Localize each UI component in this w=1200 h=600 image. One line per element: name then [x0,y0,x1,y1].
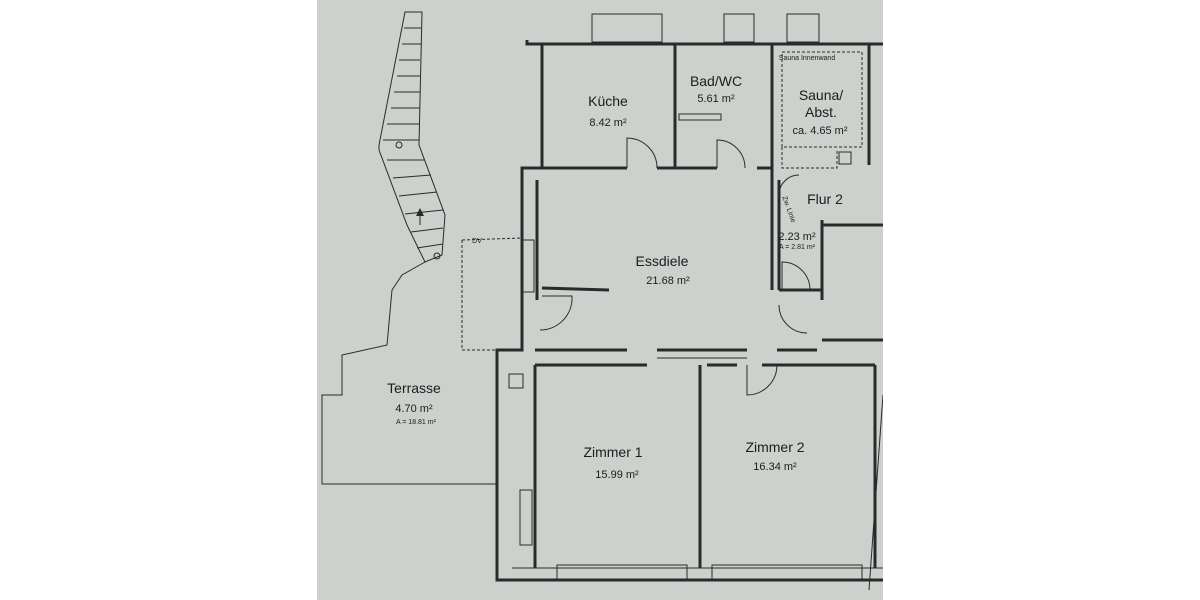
stair-treads [383,27,444,249]
terrace-outline [321,261,497,485]
svg-text:Zimmer 1: Zimmer 1 [583,444,642,460]
room-kueche: Küche 8.42 m² [588,93,628,129]
svg-text:A = 18.81 m²: A = 18.81 m² [396,419,437,426]
svg-text:Flur 2: Flur 2 [807,191,843,207]
walls [495,40,883,582]
svg-text:5.61 m²: 5.61 m² [697,93,735,105]
svg-text:Sauna Innenwand: Sauna Innenwand [779,55,836,62]
svg-text:Bad/WC: Bad/WC [690,73,742,89]
svg-text:Küche: Küche [588,93,628,109]
room-essdiele: Essdiele 21.68 m² [636,253,690,287]
staircase [378,11,446,263]
svg-text:21.68 m²: 21.68 m² [646,275,690,287]
paper-background [317,0,883,600]
svg-text:15.99 m²: 15.99 m² [595,469,639,481]
dv-mark: DV [472,238,482,245]
svg-text:Abst.: Abst. [805,104,837,120]
doors [539,113,811,396]
room-sauna: Sauna Innenwand Sauna/ Abst. ca. 4.65 m² [779,55,848,137]
room-bad: Bad/WC 5.61 m² [690,73,742,105]
room-zimmer1: Zimmer 1 15.99 m² [583,444,642,481]
stair-arrow-icon [416,208,424,216]
svg-text:Terrasse: Terrasse [387,380,441,396]
svg-text:ca. 4.65 m²: ca. 4.65 m² [792,125,847,137]
room-terrasse: Terrasse 4.70 m² A = 18.81 m² [387,380,441,426]
windows [519,13,863,580]
svg-text:4.70 m²: 4.70 m² [395,403,433,415]
svg-text:16.34 m²: 16.34 m² [753,461,797,473]
sauna-inner-wall [781,51,863,148]
svg-text:Sauna/: Sauna/ [799,87,843,103]
svg-text:Essdiele: Essdiele [636,253,689,269]
svg-text:8.42 m²: 8.42 m² [589,117,627,129]
svg-text:2.23 m²: 2.23 m² [778,231,816,243]
svg-text:Zimmer 2: Zimmer 2 [745,439,804,455]
svg-text:A = 2.81 m²: A = 2.81 m² [779,244,816,251]
room-zimmer2: Zimmer 2 16.34 m² [745,439,804,473]
floor-plan: DV Küche 8.42 m² Bad/WC 5.61 m² Sauna In… [317,0,883,600]
